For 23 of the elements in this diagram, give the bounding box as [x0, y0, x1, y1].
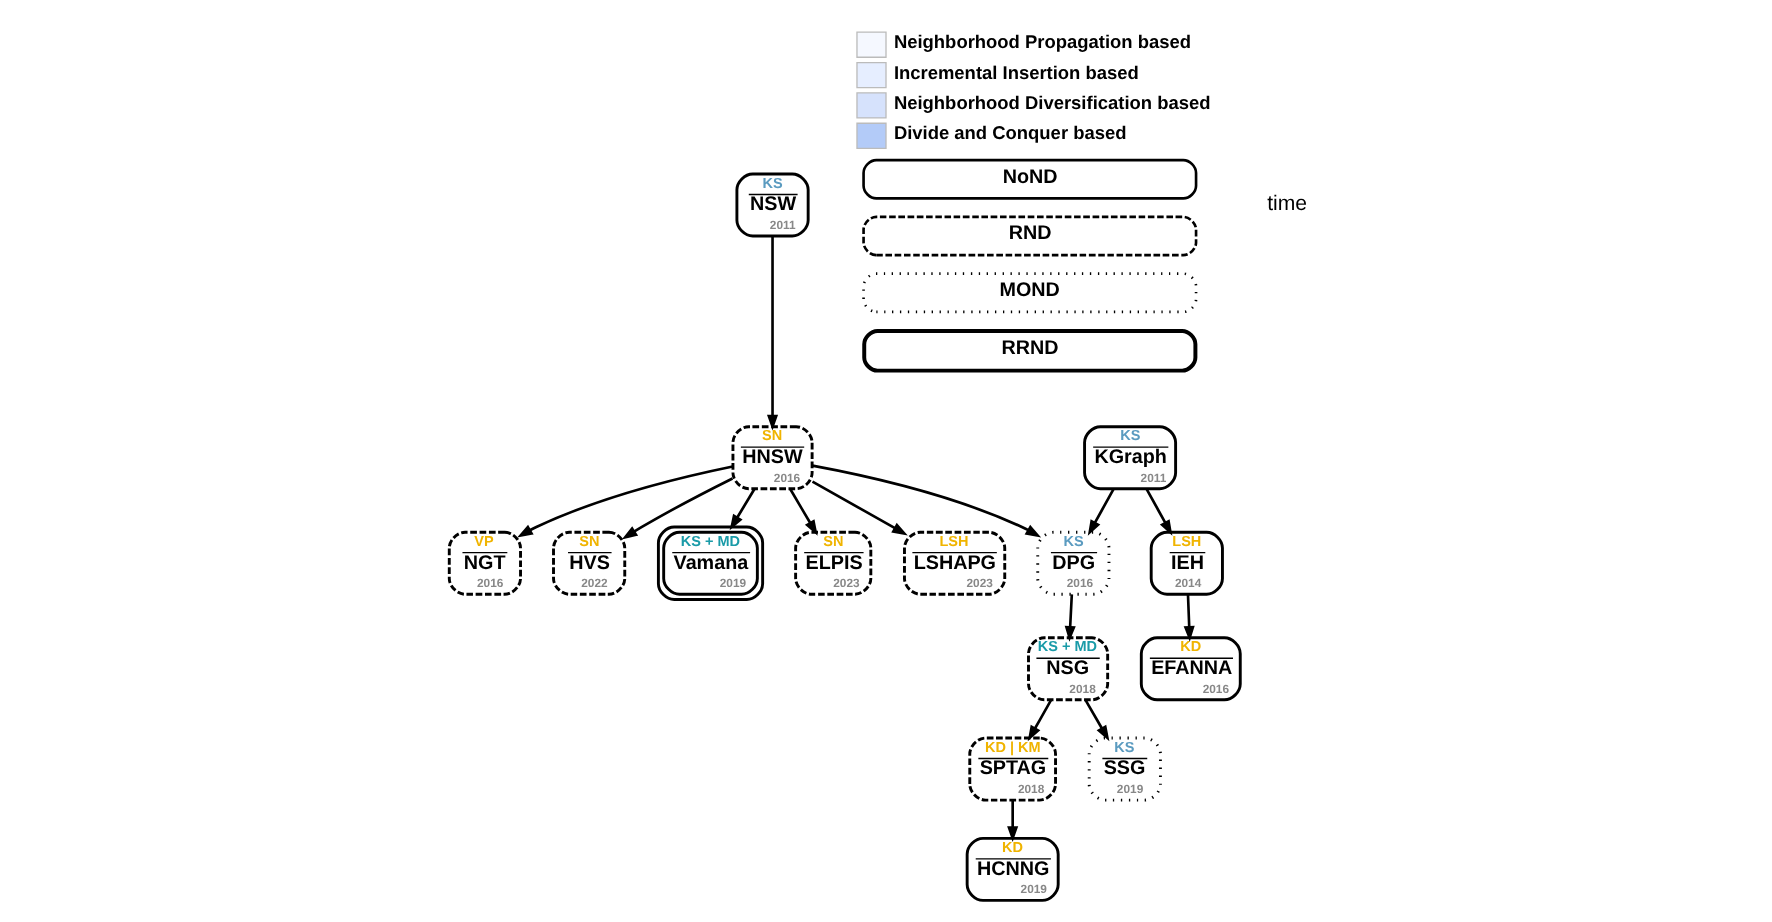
arrow — [1064, 594, 1076, 642]
legend-label: RND — [1008, 223, 1052, 246]
arrow — [766, 236, 779, 431]
arrow — [1183, 594, 1195, 642]
arrow — [517, 465, 733, 538]
arrow — [1027, 699, 1053, 742]
label: time — [1267, 192, 1308, 217]
legend-label: Neighborhood Propagation based — [893, 32, 1191, 53]
arrow — [1087, 488, 1115, 536]
legend-label: Divide and Conquer based — [893, 123, 1127, 144]
arrow — [1145, 488, 1173, 536]
legend-label: Neighborhood Diversification based — [893, 92, 1211, 113]
arrow — [1007, 800, 1019, 843]
arrow — [812, 464, 1042, 538]
legend-label: RRND — [1001, 338, 1059, 361]
arrow — [621, 477, 734, 540]
legend-label: NoND — [1002, 166, 1058, 189]
legend-label: Incremental Insertion based — [893, 62, 1139, 83]
arrow — [1084, 699, 1110, 742]
arrow — [788, 488, 818, 536]
arrow — [811, 480, 908, 536]
arrow — [729, 488, 756, 531]
legend-label: MOND — [999, 280, 1060, 303]
